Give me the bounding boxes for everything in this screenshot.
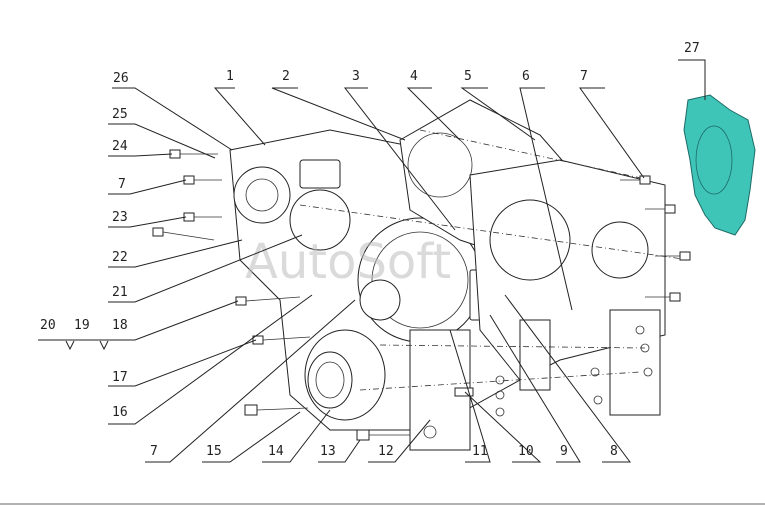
bolt-7-upper <box>183 175 222 185</box>
callout-4: 4 <box>410 69 418 84</box>
callout-2: 2 <box>282 69 290 84</box>
bolt-right-mid <box>655 251 691 261</box>
callout-13: 13 <box>320 444 336 459</box>
rear-mounting-plate <box>469 159 666 417</box>
part-27-cover-plate <box>683 94 756 236</box>
bolt-right-low <box>645 292 681 302</box>
callout-6: 6 <box>522 69 530 84</box>
callout-21: 21 <box>112 285 128 300</box>
callout-7-upper-left: 7 <box>118 177 126 192</box>
callout-11: 11 <box>472 444 488 459</box>
bolt-24 <box>169 149 218 159</box>
callout-3: 3 <box>352 69 360 84</box>
fastener-bolts <box>152 149 691 441</box>
callout-27: 27 <box>684 41 700 56</box>
bolt-17 <box>252 335 311 345</box>
callout-7-bottom: 7 <box>150 444 158 459</box>
bolt-15 <box>244 404 309 416</box>
callout-9: 9 <box>560 444 568 459</box>
bolt-7-right <box>620 175 651 185</box>
callout-labels: 26 25 24 7 23 22 21 20 19 18 17 16 7 15 … <box>38 41 706 463</box>
watermark-text: AutoSoft <box>245 234 451 290</box>
callout-23: 23 <box>112 210 128 225</box>
crankshaft-pulley <box>304 329 386 421</box>
callout-15: 15 <box>206 444 222 459</box>
callout-7-top-right: 7 <box>580 69 588 84</box>
callout-12: 12 <box>378 444 394 459</box>
callout-19: 19 <box>74 318 90 333</box>
callout-1: 1 <box>226 69 234 84</box>
callout-20: 20 <box>40 318 56 333</box>
bolt-6 <box>645 204 676 214</box>
callout-22: 22 <box>112 250 128 265</box>
callout-8: 8 <box>610 444 618 459</box>
callout-5: 5 <box>464 69 472 84</box>
callout-17: 17 <box>112 370 128 385</box>
bolt-12 <box>356 429 410 441</box>
callout-14: 14 <box>268 444 284 459</box>
bolt-10 <box>454 387 474 397</box>
bolt-23 <box>183 212 222 222</box>
callout-10: 10 <box>518 444 534 459</box>
callout-24: 24 <box>112 139 128 154</box>
callout-18: 18 <box>112 318 128 333</box>
bolt-18 <box>235 296 301 306</box>
callout-16: 16 <box>112 405 128 420</box>
callout-25: 25 <box>112 107 128 122</box>
callout-26: 26 <box>113 71 129 86</box>
bolt-22 <box>152 227 215 241</box>
